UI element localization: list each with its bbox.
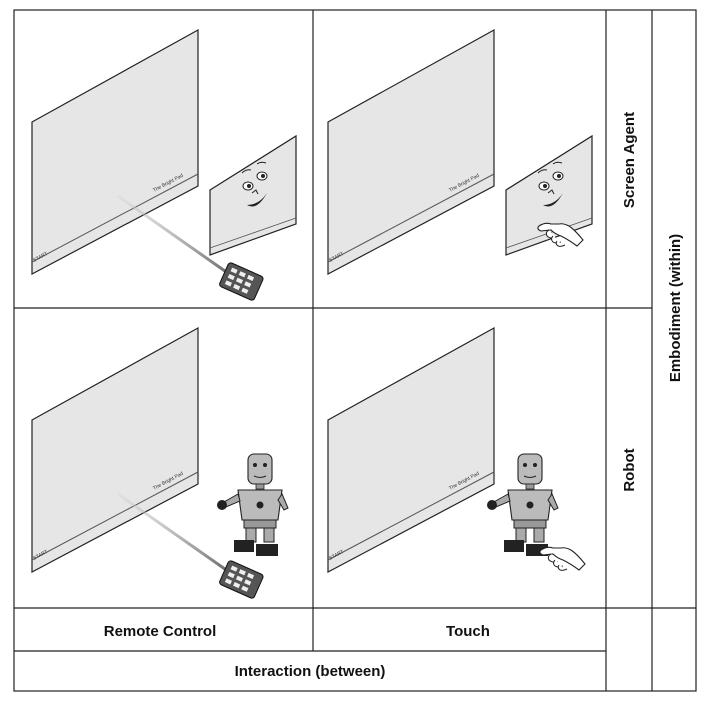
wall-screen xyxy=(327,29,495,275)
wall-screen xyxy=(31,29,199,275)
y-axis-label: Embodiment (within) xyxy=(667,234,684,382)
column-label-remote-control: Remote Control xyxy=(104,623,217,640)
cell-touch-screen-agent: START The Bright Pad xyxy=(327,29,593,275)
remote-beam xyxy=(117,194,233,278)
cell-remote-robot: START The Bright Pad xyxy=(31,327,265,600)
grid-lines xyxy=(13,9,697,692)
wall-screen xyxy=(31,327,199,573)
screen-agent-face xyxy=(209,135,297,256)
remote-control-icon xyxy=(218,559,265,600)
row-label-screen-agent: Screen Agent xyxy=(621,112,638,208)
x-axis-label: Interaction (between) xyxy=(235,663,386,680)
robot-icon xyxy=(486,453,559,557)
pointing-hand-icon xyxy=(539,546,586,571)
remote-beam xyxy=(117,492,233,576)
robot-icon xyxy=(216,453,289,557)
column-label-touch: Touch xyxy=(446,623,490,640)
remote-control-icon xyxy=(218,261,265,302)
cell-touch-robot: START The Bright Pad xyxy=(327,327,495,573)
row-label-robot: Robot xyxy=(621,448,638,491)
wall-screen xyxy=(327,327,495,573)
cell-remote-screen-agent: START The Bright Pad xyxy=(31,29,297,302)
